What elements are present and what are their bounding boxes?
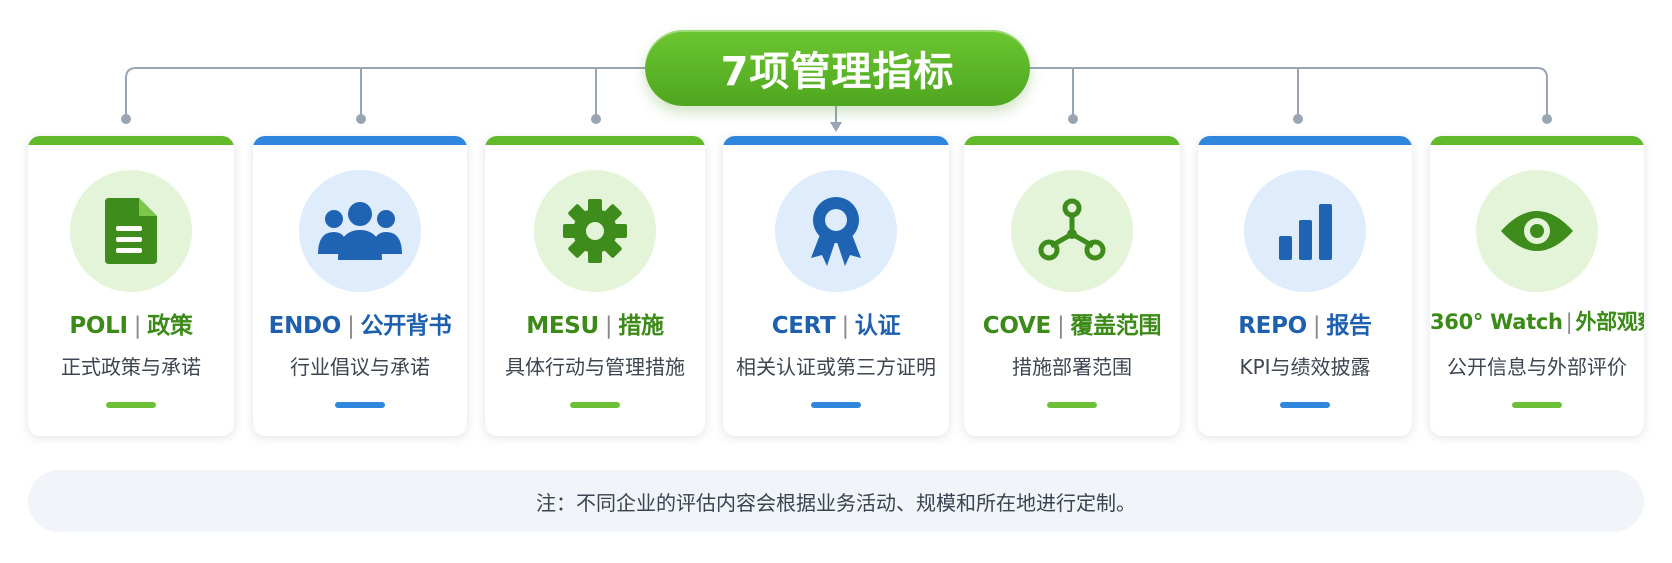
icon-circle	[775, 170, 897, 292]
title-separator: |	[347, 313, 355, 339]
card-title: COVE|覆盖范围	[964, 306, 1180, 340]
main-title: 7项管理指标	[645, 30, 1030, 106]
card-underline	[106, 402, 156, 408]
card-name: 公开背书	[360, 313, 452, 339]
title-separator: |	[1056, 313, 1065, 339]
bar-chart-icon	[1279, 204, 1332, 260]
icon-circle	[70, 170, 192, 292]
card-name: 政策	[147, 313, 193, 339]
card-description: KPI与绩效披露	[1239, 355, 1371, 379]
card-description: 具体行动与管理措施	[505, 355, 685, 379]
card-accent-bar	[723, 136, 949, 145]
card-name: 措施	[618, 313, 664, 339]
card-accent-bar	[485, 136, 705, 145]
card-code: POLI	[69, 313, 128, 339]
card-underline	[1280, 402, 1330, 408]
card-name: 认证	[854, 313, 901, 339]
title-separator: |	[1312, 313, 1321, 339]
title-separator: |	[604, 313, 613, 339]
card-name: 外部观察	[1575, 310, 1644, 334]
card-accent-bar	[1198, 136, 1412, 145]
card-accent-bar	[964, 136, 1180, 145]
card-title: 360° Watch|外部观察	[1430, 306, 1644, 336]
icon-circle	[1244, 170, 1366, 292]
network-nodes-icon	[1038, 198, 1106, 261]
connector-dot	[591, 114, 601, 124]
card-accent-bar	[1430, 136, 1644, 145]
card-description: 公开信息与外部评价	[1447, 355, 1627, 379]
card-360-watch: 360° Watch|外部观察 公开信息与外部评价	[1430, 136, 1644, 436]
card-underline	[1047, 402, 1097, 408]
icon-circle	[1011, 170, 1133, 292]
icon-circle	[534, 170, 656, 292]
connector-dot	[1068, 114, 1078, 124]
title-separator: |	[1565, 310, 1573, 334]
eye-icon	[1501, 211, 1573, 251]
connector-arrowhead	[830, 122, 842, 132]
card-title: POLI|政策	[28, 306, 234, 340]
footnote: 注：不同企业的评估内容会根据业务活动、规模和所在地进行定制。	[28, 470, 1644, 532]
connector-dot	[356, 114, 366, 124]
card-underline	[570, 402, 620, 408]
card-mesu: MESU|措施 具体行动与管理措施	[485, 136, 705, 436]
card-underline	[811, 402, 861, 408]
card-code: 360° Watch	[1430, 310, 1563, 334]
card-cert: CERT|认证 相关认证或第三方证明	[723, 136, 949, 436]
card-title: CERT|认证	[723, 306, 949, 340]
card-endo: ENDO|公开背书 行业倡议与承诺	[253, 136, 467, 436]
title-separator: |	[133, 313, 142, 339]
card-name: 报告	[1326, 313, 1372, 339]
document-icon	[105, 198, 157, 264]
card-code: COVE	[982, 313, 1051, 339]
connector-dot	[1293, 114, 1303, 124]
card-code: CERT	[771, 313, 836, 339]
card-accent-bar	[253, 136, 467, 145]
connector-left	[125, 67, 645, 118]
card-title: MESU|措施	[485, 306, 705, 340]
award-ribbon-icon	[811, 197, 861, 266]
card-underline	[1512, 402, 1562, 408]
card-cove: COVE|覆盖范围 措施部署范围	[964, 136, 1180, 436]
card-code: REPO	[1238, 313, 1307, 339]
card-underline	[335, 402, 385, 408]
connector-right	[1030, 67, 1548, 118]
card-title: REPO|报告	[1198, 306, 1412, 340]
card-name: 覆盖范围	[1070, 313, 1162, 339]
gear-icon	[563, 199, 627, 263]
card-accent-bar	[28, 136, 234, 145]
icon-circle	[1476, 170, 1598, 292]
card-code: MESU	[526, 313, 599, 339]
card-repo: REPO|报告 KPI与绩效披露	[1198, 136, 1412, 436]
card-description: 行业倡议与承诺	[290, 355, 430, 379]
people-group-icon	[318, 202, 402, 260]
connector-dot	[1542, 114, 1552, 124]
card-description: 措施部署范围	[1012, 355, 1132, 379]
card-description: 相关认证或第三方证明	[736, 355, 936, 379]
icon-circle	[299, 170, 421, 292]
card-code: ENDO	[268, 313, 342, 339]
card-poli: POLI|政策 正式政策与承诺	[28, 136, 234, 436]
card-description: 正式政策与承诺	[61, 355, 201, 379]
connector-dot	[121, 114, 131, 124]
title-separator: |	[841, 313, 849, 339]
card-title: ENDO|公开背书	[253, 306, 467, 340]
